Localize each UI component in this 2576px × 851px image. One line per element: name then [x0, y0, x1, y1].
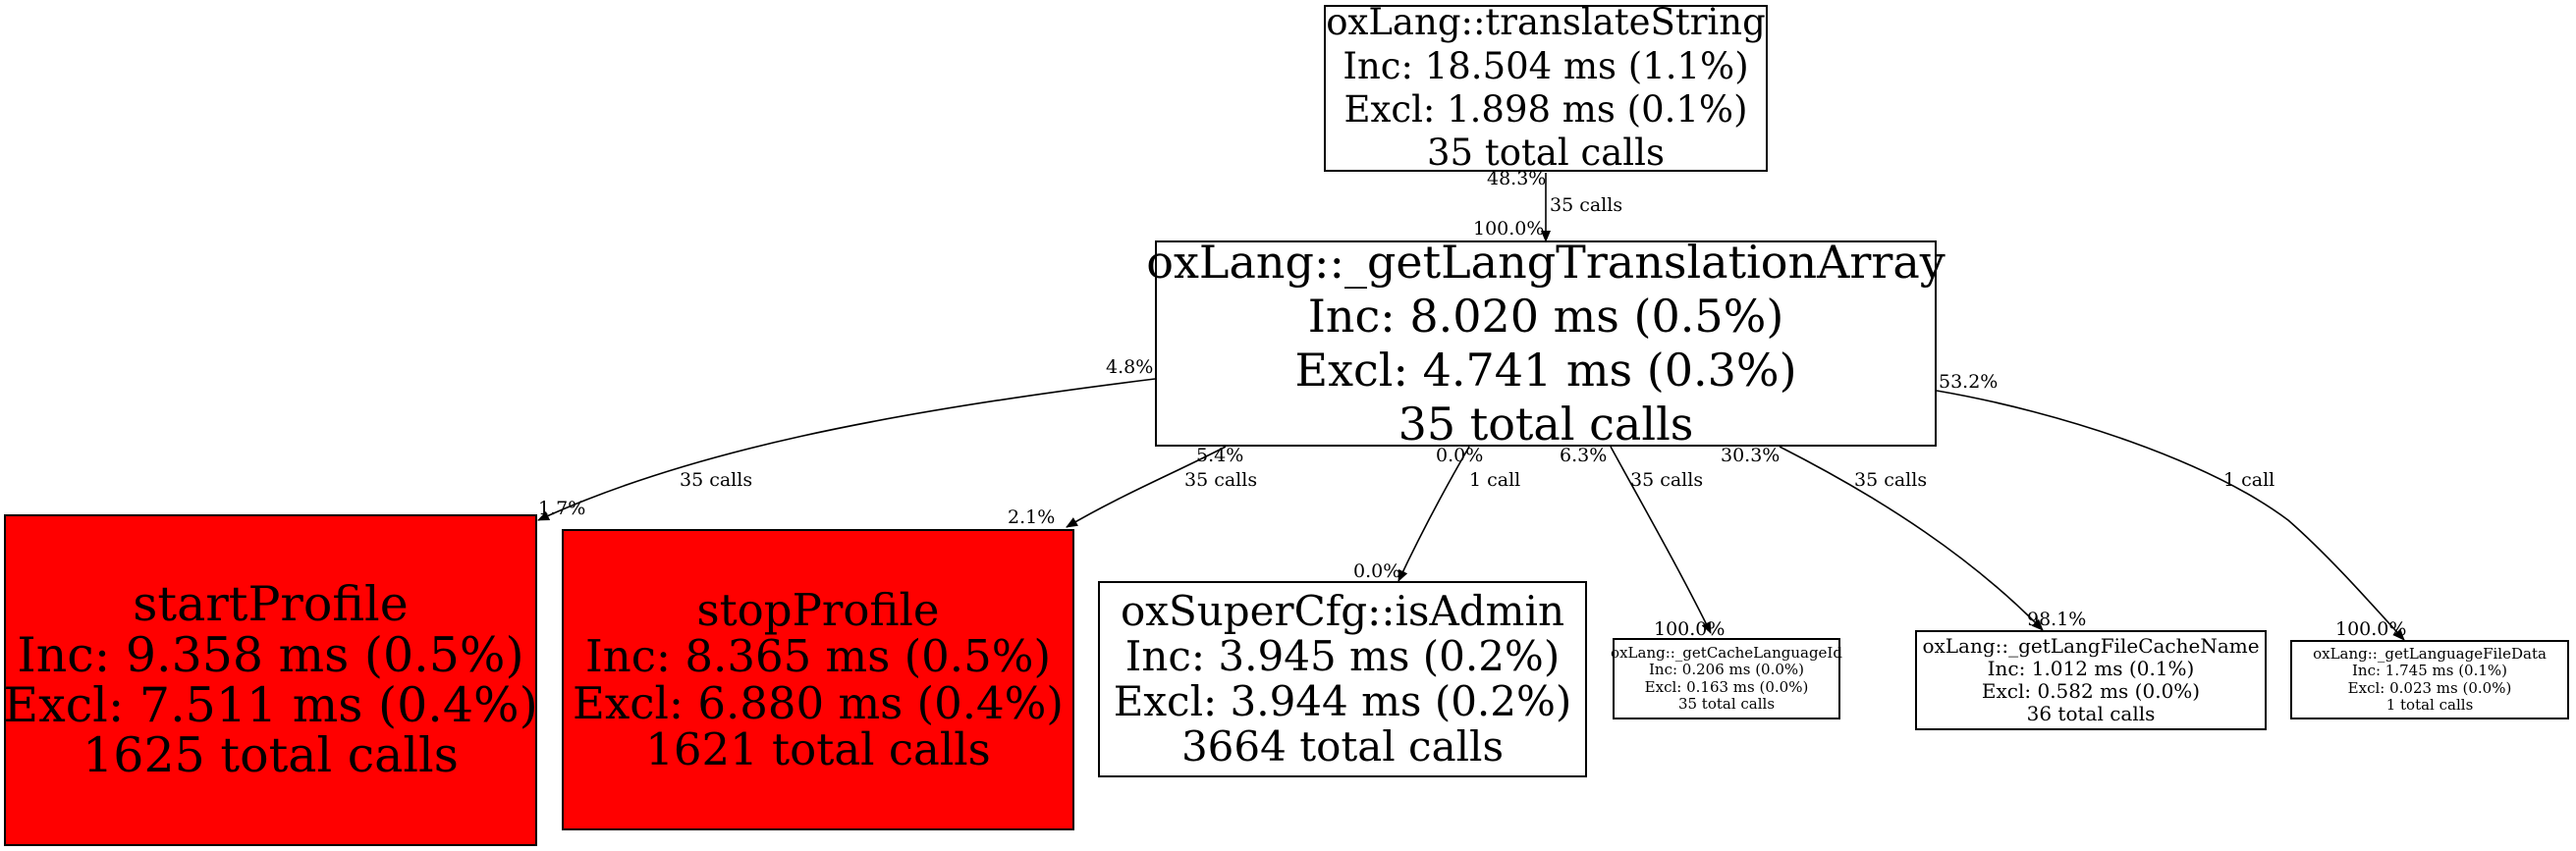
- edge-array-to-stop: [1066, 446, 1227, 528]
- edge-label-calls: 35 calls: [680, 469, 753, 491]
- edge-array-to-file-data: [1936, 390, 2405, 641]
- edge-label-dst-pct: 0.0%: [1353, 560, 1401, 582]
- edge-label-dst-pct: 98.1%: [2027, 609, 2087, 630]
- edge-label-src-pct: 53.2%: [1939, 371, 1999, 393]
- node-get-language-file-data[interactable]: oxLang::_getLanguageFileData Inc: 1.745 …: [2290, 640, 2569, 719]
- edge-label-calls: 1 call: [1469, 469, 1521, 491]
- node-inclusive-time: Inc: 1.745 ms (0.1%): [2351, 662, 2508, 680]
- edge-label-src-pct: 48.3%: [1487, 168, 1547, 189]
- node-call-count: 35 total calls: [1427, 132, 1665, 175]
- edge-label-dst-pct: 100.0%: [1654, 618, 1726, 640]
- node-call-count: 1 total calls: [2385, 695, 2474, 714]
- edge-label-src-pct: 4.8%: [1106, 356, 1154, 378]
- node-inclusive-time: Inc: 1.012 ms (0.1%): [1987, 657, 2195, 680]
- node-name: startProfile: [133, 576, 409, 633]
- node-call-count: 1621 total calls: [645, 722, 991, 775]
- node-get-cache-language-id[interactable]: oxLang::_getCacheLanguageId Inc: 0.206 m…: [1611, 638, 1842, 719]
- node-stop-profile[interactable]: stopProfile Inc: 8.365 ms (0.5%) Excl: 6…: [562, 529, 1074, 830]
- edge-label-dst-pct: 100.0%: [2335, 618, 2407, 640]
- node-exclusive-time: Excl: 7.511 ms (0.4%): [3, 677, 538, 733]
- node-inclusive-time: Inc: 9.358 ms (0.5%): [17, 626, 524, 683]
- edge-label-calls: 35 calls: [1184, 469, 1258, 491]
- edge-label-src-pct: 6.3%: [1560, 445, 1608, 466]
- node-translate-string[interactable]: oxLang::translateString Inc: 18.504 ms (…: [1324, 1, 1768, 175]
- edge-label-calls: 1 call: [2223, 469, 2275, 491]
- node-name: oxLang::_getLangFileCacheName: [1922, 634, 2260, 658]
- node-call-count: 35 total calls: [1677, 694, 1776, 713]
- node-exclusive-time: Excl: 0.163 ms (0.0%): [1644, 677, 1809, 696]
- node-name: oxLang::_getLangTranslationArray: [1146, 235, 1946, 289]
- node-name: oxLang::_getLanguageFileData: [2313, 645, 2547, 663]
- node-start-profile[interactable]: startProfile Inc: 9.358 ms (0.5%) Excl: …: [3, 514, 538, 846]
- edge-label-dst-pct: 2.1%: [1008, 506, 1056, 528]
- node-get-lang-translation-array[interactable]: oxLang::_getLangTranslationArray Inc: 8.…: [1146, 236, 1945, 452]
- edge-label-calls: 35 calls: [1630, 469, 1704, 491]
- node-name: oxLang::translateString: [1326, 1, 1766, 44]
- node-exclusive-time: Excl: 0.023 ms (0.0%): [2347, 678, 2512, 697]
- node-inclusive-time: Inc: 18.504 ms (1.1%): [1343, 44, 1749, 87]
- edge-label-dst-pct: 1.7%: [538, 498, 586, 519]
- edge-label-src-pct: 0.0%: [1436, 445, 1484, 466]
- node-call-count: 35 total calls: [1398, 398, 1694, 452]
- node-call-count: 36 total calls: [2026, 702, 2156, 725]
- node-name: stopProfile: [696, 584, 940, 636]
- node-call-count: 1625 total calls: [82, 727, 459, 784]
- node-exclusive-time: Excl: 1.898 ms (0.1%): [1343, 88, 1748, 131]
- edge-array-to-start: [537, 378, 1156, 521]
- edge-array-to-cache-id: [1610, 446, 1712, 634]
- node-is-admin[interactable]: oxSuperCfg::isAdmin Inc: 3.945 ms (0.2%)…: [1098, 581, 1587, 777]
- edge-label-dst-pct: 100.0%: [1473, 218, 1545, 239]
- node-inclusive-time: Inc: 3.945 ms (0.2%): [1124, 631, 1561, 680]
- node-exclusive-time: Excl: 0.582 ms (0.0%): [1981, 679, 2201, 703]
- node-inclusive-time: Inc: 8.365 ms (0.5%): [584, 630, 1052, 683]
- node-inclusive-time: Inc: 0.206 ms (0.0%): [1648, 661, 1805, 679]
- edge-label-src-pct: 5.4%: [1196, 445, 1244, 466]
- node-get-lang-file-cache-name[interactable]: oxLang::_getLangFileCacheName Inc: 1.012…: [1915, 630, 2267, 730]
- node-call-count: 3664 total calls: [1180, 722, 1505, 771]
- edge-label-src-pct: 30.3%: [1721, 445, 1781, 466]
- edge-label-calls: 35 calls: [1550, 194, 1623, 216]
- edge-array-to-cache-name: [1779, 446, 2044, 631]
- node-exclusive-time: Excl: 4.741 ms (0.3%): [1294, 344, 1797, 397]
- edge-label-calls: 35 calls: [1854, 469, 1928, 491]
- node-exclusive-time: Excl: 3.944 ms (0.2%): [1113, 677, 1572, 725]
- node-exclusive-time: Excl: 6.880 ms (0.4%): [573, 676, 1064, 729]
- edge-array-to-admin: [1398, 446, 1470, 582]
- node-inclusive-time: Inc: 8.020 ms (0.5%): [1307, 289, 1784, 343]
- node-name: oxSuperCfg::isAdmin: [1121, 586, 1564, 635]
- node-name: oxLang::_getCacheLanguageId: [1611, 644, 1842, 662]
